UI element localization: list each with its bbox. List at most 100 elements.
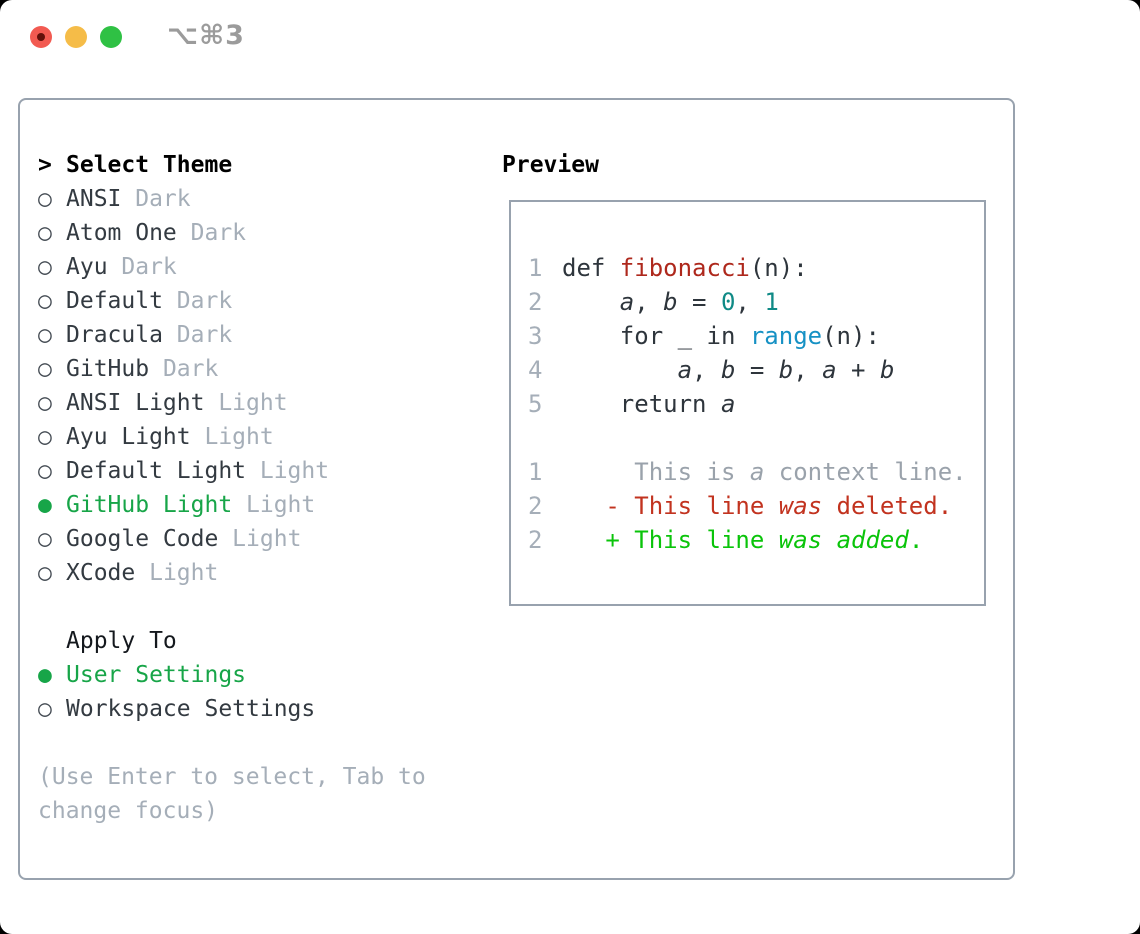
code-token: def [562,254,620,282]
theme-variant-label: Dark [176,220,247,246]
code-token: was [778,492,823,520]
radio-icon: ○ [38,288,52,314]
theme-option[interactable]: ○Atom One Dark [38,216,478,250]
apply-to-options: ●User Settings○Workspace Settings [38,658,478,726]
code-token: return [562,390,721,418]
line-number: 5 [528,390,543,418]
apply-to-heading-label: Apply To [66,628,177,654]
line-number: 4 [528,356,543,384]
code-token: a [720,390,736,418]
code-token: b [720,356,736,384]
theme-name: XCode [66,560,136,586]
code-token: - This line [562,492,779,520]
theme-name: Default Light [66,458,247,484]
code-token: (n): [749,254,808,282]
zoom-button[interactable] [100,26,122,48]
code-token: + This line [562,526,779,554]
radio-icon: ○ [38,390,52,416]
code-token: . [908,526,924,554]
theme-variant-label: Light [218,526,302,552]
theme-variant-label: Dark [149,356,219,382]
radio-icon: ● [38,492,52,518]
keyboard-hint-text: (Use Enter to select, Tab to change focu… [38,764,426,824]
theme-option[interactable]: ○ ANSI Dark [38,182,478,216]
code-token: + [836,356,880,384]
theme-option[interactable]: ● GitHub Light Light [38,488,478,522]
theme-list: ○ANSI Dark○Atom One Dark○Ayu Dark○Defaul… [38,182,478,590]
line-number: 2 [528,492,543,520]
apply-to-option[interactable]: ○Workspace Settings [38,692,478,726]
theme-name: GitHub Light [66,492,233,518]
code-line: 3 for _ in range(n): [528,319,984,353]
line-number: 2 [528,526,543,554]
theme-option[interactable]: ○ Google Code Light [38,522,478,556]
select-theme-heading: > Select Theme [38,148,478,182]
code-token: for _ in [562,322,750,350]
theme-variant-label: Dark [107,254,177,280]
close-button[interactable] [30,26,52,48]
code-token: This is [562,458,750,486]
theme-option[interactable]: ○ Default Light Light [38,454,478,488]
line-number: 3 [528,322,543,350]
code-token: was [778,526,823,554]
theme-option[interactable]: ○GitHub Dark [38,352,478,386]
code-token: 1 [764,288,779,316]
radio-icon: ● [38,662,52,688]
theme-option[interactable]: ○ Default Dark [38,284,478,318]
theme-name: ANSI Light [66,390,205,416]
radio-icon: ○ [38,458,52,484]
preview-heading: Preview [502,152,599,178]
apply-to-option[interactable]: ●User Settings [38,658,478,692]
theme-name: Dracula [66,322,163,348]
radio-icon: ○ [38,186,52,212]
theme-picker-panel: >Select Theme ○ANSI Dark○Atom One Dark○A… [18,98,1015,880]
theme-name: Atom One [66,220,177,246]
code-token [562,285,620,319]
minimize-button[interactable] [65,26,87,48]
radio-icon: ○ [38,322,52,348]
theme-name: Google Code [66,526,219,552]
theme-name: Default [66,288,163,314]
code-token: deleted. [822,492,953,520]
code-line: 2 - This line was deleted. [528,489,984,523]
theme-option[interactable]: ○ Dracula Dark [38,318,478,352]
theme-variant-label: Dark [162,322,233,348]
theme-variant-label: Dark [162,288,233,314]
radio-icon: ○ [38,526,52,552]
theme-option[interactable]: ○ANSI Light Light [38,386,478,420]
code-token: a [677,356,693,384]
theme-name: ANSI [66,186,122,212]
theme-option[interactable]: ○Ayu Dark [38,250,478,284]
theme-option[interactable]: ○Ayu Light Light [38,420,478,454]
code-token: added [836,526,909,554]
code-token: (n): [822,322,880,350]
code-line: 4 a, b = b, a + b [528,353,984,387]
apply-target-name: Workspace Settings [66,696,316,722]
theme-variant-label: Light [135,560,219,586]
theme-variant-label: Light [232,492,316,518]
code-line [528,421,984,455]
code-token: range [749,322,823,350]
theme-name: Ayu [66,254,108,280]
close-dot-icon [37,33,45,41]
cursor-prefix-icon: > [38,152,52,178]
theme-option[interactable]: ○ XCode Light [38,556,478,590]
code-line: 5 return a [528,387,984,421]
theme-variant-label: Light [246,458,330,484]
code-line: 2 a, b = 0, 1 [528,285,984,319]
theme-variant-label: Dark [121,186,191,212]
theme-name: Ayu Light [66,424,191,450]
radio-icon: ○ [38,424,52,450]
code-token [822,523,836,557]
code-token: 0 [720,288,736,316]
select-theme-heading-label: Select Theme [66,152,233,178]
theme-name: GitHub [66,356,150,382]
code-token: , [692,356,721,384]
traffic-lights [30,26,122,48]
code-token: = [735,356,779,384]
line-number [528,421,562,455]
radio-icon: ○ [38,560,52,586]
